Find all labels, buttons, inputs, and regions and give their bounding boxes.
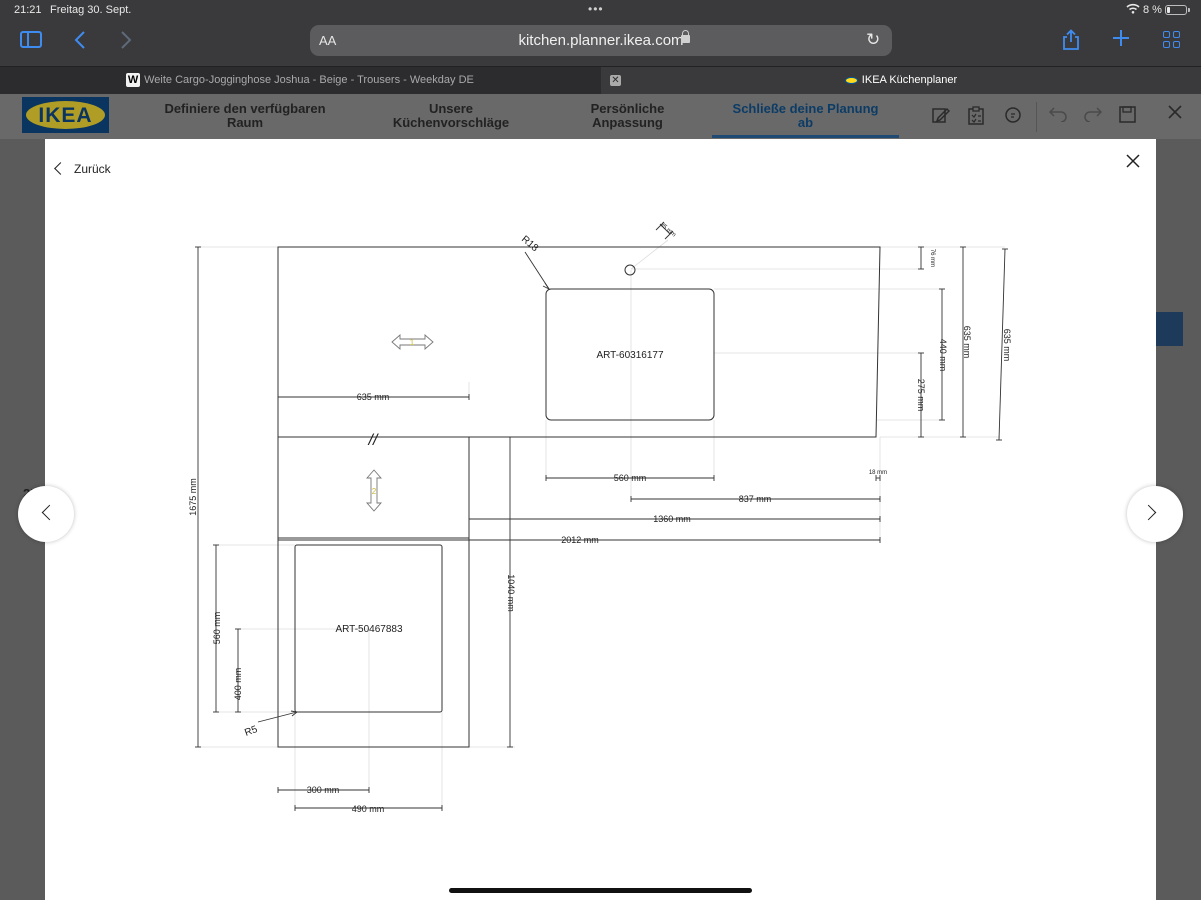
- step-personal-customization-line1: Persönliche: [590, 101, 665, 116]
- dim-635-b: 635 mm: [1002, 329, 1012, 362]
- address-bar[interactable]: AA kitchen.planner.ikea.com ↻: [310, 25, 892, 56]
- step-define-space-line2: Raum: [226, 115, 264, 130]
- tap-hole: [624, 264, 636, 276]
- grain-arrow-2: 2: [366, 469, 382, 512]
- ikea-logo[interactable]: IKEA: [22, 97, 109, 133]
- dim-560-h: 560 mm: [614, 473, 647, 483]
- dim-1360: 1360 mm: [653, 514, 691, 524]
- step-finish-planning-line1: Schließe deine Planung: [732, 101, 879, 116]
- back-arrow-icon[interactable]: [74, 30, 86, 54]
- wifi-icon: [1126, 3, 1140, 17]
- reader-aa-button[interactable]: AA: [319, 33, 337, 48]
- header-separator: [1036, 102, 1037, 132]
- url-text[interactable]: kitchen.planner.ikea.com: [518, 32, 684, 49]
- reload-icon[interactable]: ↻: [866, 30, 881, 49]
- dim-1040: 1040 mm: [506, 574, 516, 612]
- status-time: 21:21: [14, 4, 42, 16]
- tab-close-icon[interactable]: ✕: [610, 75, 621, 86]
- multitasking-dots-icon[interactable]: •••: [588, 2, 604, 16]
- break-mark: //: [368, 432, 379, 449]
- undo-icon[interactable]: [1048, 106, 1068, 127]
- grain-arrow-1: 1: [391, 334, 434, 350]
- forward-arrow-icon[interactable]: [120, 30, 132, 54]
- back-button[interactable]: Zurück: [54, 162, 111, 176]
- dim-635-a: 635 mm: [962, 326, 972, 359]
- tab-ikea-label: IKEA Küchenplaner: [861, 74, 958, 86]
- close-planner-icon[interactable]: [1167, 104, 1183, 125]
- tab-weekday-label: Weite Cargo-Jogginghose Joshua - Beige -…: [144, 74, 474, 86]
- browser-toolbar: AA kitchen.planner.ikea.com ↻: [0, 20, 1201, 66]
- new-tab-plus-icon[interactable]: [1112, 29, 1130, 51]
- dim-300: 300 mm: [307, 785, 340, 795]
- sidebar-toggle-icon[interactable]: [20, 31, 42, 48]
- dimension-lines: [195, 221, 1008, 811]
- dim-275: 275 mm: [916, 379, 926, 412]
- dim-560-v: 560 mm: [212, 612, 222, 645]
- lock-icon: [681, 30, 690, 43]
- previous-drawing-button[interactable]: [18, 486, 74, 542]
- back-label: Zurück: [74, 162, 111, 176]
- close-modal-icon[interactable]: [1126, 152, 1140, 170]
- step-finish-planning[interactable]: Schließe deine Planung ab: [712, 102, 899, 130]
- active-step-underline: [712, 135, 899, 138]
- step-finish-planning-line2: ab: [797, 115, 814, 130]
- sink-cutout-2: [294, 544, 443, 713]
- planner-header: IKEA Definiere den verfügbaren Raum Unse…: [0, 94, 1201, 139]
- dim-440: 440 mm: [938, 339, 948, 372]
- dim-635-c: 635 mm: [357, 392, 390, 402]
- background-blue-button: [1156, 312, 1183, 346]
- tab-ikea[interactable]: IKEA Küchenplaner: [601, 67, 1201, 94]
- battery-icon: [1165, 5, 1187, 15]
- dim-r5: R5: [243, 724, 259, 739]
- edit-notes-icon[interactable]: [932, 106, 951, 129]
- dim-400: 400 mm: [233, 668, 243, 701]
- checklist-icon[interactable]: [968, 106, 984, 130]
- sink2-label: ART-50467883: [335, 624, 403, 635]
- step-define-space-line1: Definiere den verfügbaren: [164, 101, 326, 116]
- status-date: Freitag 30. Sept.: [50, 4, 132, 16]
- step-define-space[interactable]: Definiere den verfügbaren Raum: [150, 102, 340, 130]
- dim-2012: 2012 mm: [561, 535, 599, 545]
- share-icon[interactable]: [1062, 29, 1080, 55]
- dim-837: 837 mm: [739, 494, 772, 504]
- help-chat-icon[interactable]: [1004, 106, 1022, 129]
- dim-76: 76 mm: [929, 249, 935, 267]
- save-icon[interactable]: [1119, 106, 1136, 128]
- step-kitchen-suggestions[interactable]: Unsere Küchenvorschläge: [370, 102, 532, 130]
- dim-1675: 1675 mm: [188, 478, 198, 516]
- step-kitchen-suggestions-line1: Unsere: [428, 101, 474, 116]
- extension-lines: [198, 239, 1005, 810]
- home-indicator[interactable]: [449, 888, 752, 893]
- step-kitchen-suggestions-line2: Küchenvorschläge: [392, 115, 510, 130]
- status-bar: 21:21 Freitag 30. Sept. ••• 8 %: [0, 0, 1201, 20]
- next-drawing-button[interactable]: [1127, 486, 1183, 542]
- weekday-favicon-icon: W: [126, 73, 141, 88]
- ikea-logo-text: IKEA: [38, 104, 93, 127]
- grain-marker-2: 2: [372, 487, 377, 496]
- dim-490: 490 mm: [352, 804, 385, 814]
- battery-tip: [1188, 8, 1190, 12]
- sink1-label: ART-60316177: [596, 350, 664, 361]
- sink-cutout-1: [545, 288, 715, 421]
- battery-percent: 8 %: [1143, 4, 1162, 16]
- step-personal-customization-line2: Anpassung: [592, 115, 663, 130]
- drawing-modal: [45, 139, 1156, 900]
- dim-r18: R18: [519, 234, 540, 255]
- dim-18: 18 mm: [869, 470, 887, 476]
- ikea-favicon-icon: [844, 76, 858, 84]
- tab-overview-icon[interactable]: [1163, 31, 1181, 49]
- grain-marker-1: 1: [410, 338, 415, 347]
- worktop-outline: [277, 246, 881, 748]
- dimension-labels: R18 35 mm 76 mm 635 mm 440 mm 635 mm 275…: [188, 222, 1012, 814]
- redo-icon[interactable]: [1083, 106, 1103, 127]
- step-personal-customization[interactable]: Persönliche Anpassung: [560, 102, 695, 130]
